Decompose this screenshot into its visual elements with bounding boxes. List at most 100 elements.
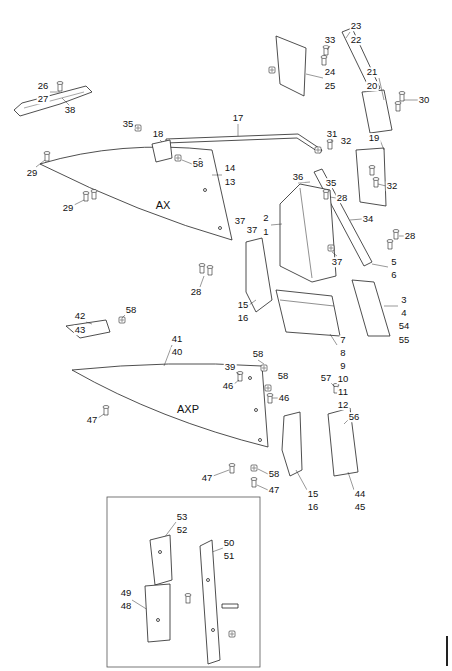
plate <box>356 148 386 206</box>
callout-number: 20 <box>366 81 379 91</box>
callout-number: 58 <box>125 305 138 315</box>
callout-number: 30 <box>418 95 431 105</box>
knife-blade <box>14 86 92 116</box>
bolt <box>229 464 235 474</box>
inset <box>107 497 260 667</box>
nut <box>328 245 334 251</box>
callout-number: 41 <box>171 334 184 344</box>
blade <box>342 28 380 94</box>
callout-number: 37 <box>331 257 344 267</box>
callout-number: 35 <box>122 119 135 129</box>
callout-number: 7 <box>339 335 346 345</box>
leader-line <box>234 380 239 384</box>
margin-bar <box>446 636 448 666</box>
callout-number: 19 <box>368 133 381 143</box>
share <box>276 290 340 336</box>
leader-line <box>200 276 204 287</box>
bolt <box>199 264 205 274</box>
bolt <box>327 140 333 150</box>
leader-line <box>330 334 337 345</box>
callout-number: 11 <box>337 387 349 397</box>
leader-line <box>50 92 60 93</box>
part-label: AX <box>155 200 172 211</box>
callout-number: 27 <box>37 94 50 104</box>
leader-line <box>298 182 310 183</box>
callout-number: 34 <box>362 214 375 224</box>
bolt <box>399 92 405 102</box>
bolt <box>373 178 379 188</box>
plate <box>150 535 172 585</box>
callout-number: 52 <box>176 525 189 535</box>
part-label: AXP <box>176 404 200 415</box>
nut <box>269 67 275 73</box>
frog <box>280 184 336 282</box>
leader-line <box>404 100 418 101</box>
nut <box>251 465 257 471</box>
callout-number: 14 <box>224 163 237 173</box>
leader-line <box>327 46 330 50</box>
callout-number: 29 <box>62 203 75 213</box>
leader-line <box>306 74 323 78</box>
nut <box>261 365 267 371</box>
landside <box>246 238 272 312</box>
callout-number: 16 <box>237 313 250 323</box>
nut <box>175 155 181 161</box>
callout-number: 2 <box>262 213 269 223</box>
leader-line <box>271 224 282 225</box>
bolt <box>103 406 109 416</box>
callout-number: 47 <box>86 415 99 425</box>
callout-number: 57 <box>320 373 333 383</box>
callout-number: 35 <box>325 178 338 188</box>
leader-line <box>258 360 264 364</box>
callout-number: 10 <box>337 374 350 384</box>
bolt <box>369 166 375 176</box>
callout-number: 37 <box>246 225 259 235</box>
plate <box>66 320 110 338</box>
callout-number: 6 <box>390 270 397 280</box>
callout-number: 28 <box>336 193 349 203</box>
callout-number: 28 <box>190 287 203 297</box>
bolt <box>207 266 213 276</box>
nut <box>229 631 235 637</box>
strap <box>200 540 220 664</box>
leader-line <box>74 200 84 205</box>
callout-number: 23 <box>350 21 363 31</box>
callout-number: 58 <box>268 469 281 479</box>
leader-line <box>182 160 192 164</box>
leader-line <box>257 485 268 490</box>
hole <box>259 439 262 442</box>
hole <box>219 227 222 230</box>
callout-number: 42 <box>74 311 87 321</box>
leader-line <box>212 175 222 176</box>
bolt <box>323 190 329 200</box>
bolt <box>222 604 238 608</box>
bolt <box>393 230 399 240</box>
bolt <box>237 372 243 382</box>
callout-number: 29 <box>26 168 39 178</box>
landside <box>282 412 302 476</box>
callout-number: 18 <box>152 129 165 139</box>
callout-number: 58 <box>192 159 205 169</box>
inset-frame <box>107 497 260 667</box>
leader-line <box>238 124 239 136</box>
callout-number: 58 <box>277 371 290 381</box>
callout-number: 1 <box>262 227 269 237</box>
hole <box>159 551 162 554</box>
hole <box>249 377 252 380</box>
callout-number: 46 <box>222 381 235 391</box>
leader-line <box>213 470 229 476</box>
callout-number: 3 <box>400 295 407 305</box>
leader-line <box>380 140 384 150</box>
callout-number: 54 <box>398 321 411 331</box>
frog-rib <box>300 188 312 278</box>
callout-number: 15 <box>237 300 250 310</box>
leader-line <box>348 472 354 490</box>
leader-line <box>160 140 162 142</box>
leader-line <box>98 414 104 418</box>
leader-line <box>384 306 398 307</box>
callout-number: 32 <box>386 181 399 191</box>
leader-line <box>372 264 388 267</box>
callout-number: 47 <box>201 473 214 483</box>
